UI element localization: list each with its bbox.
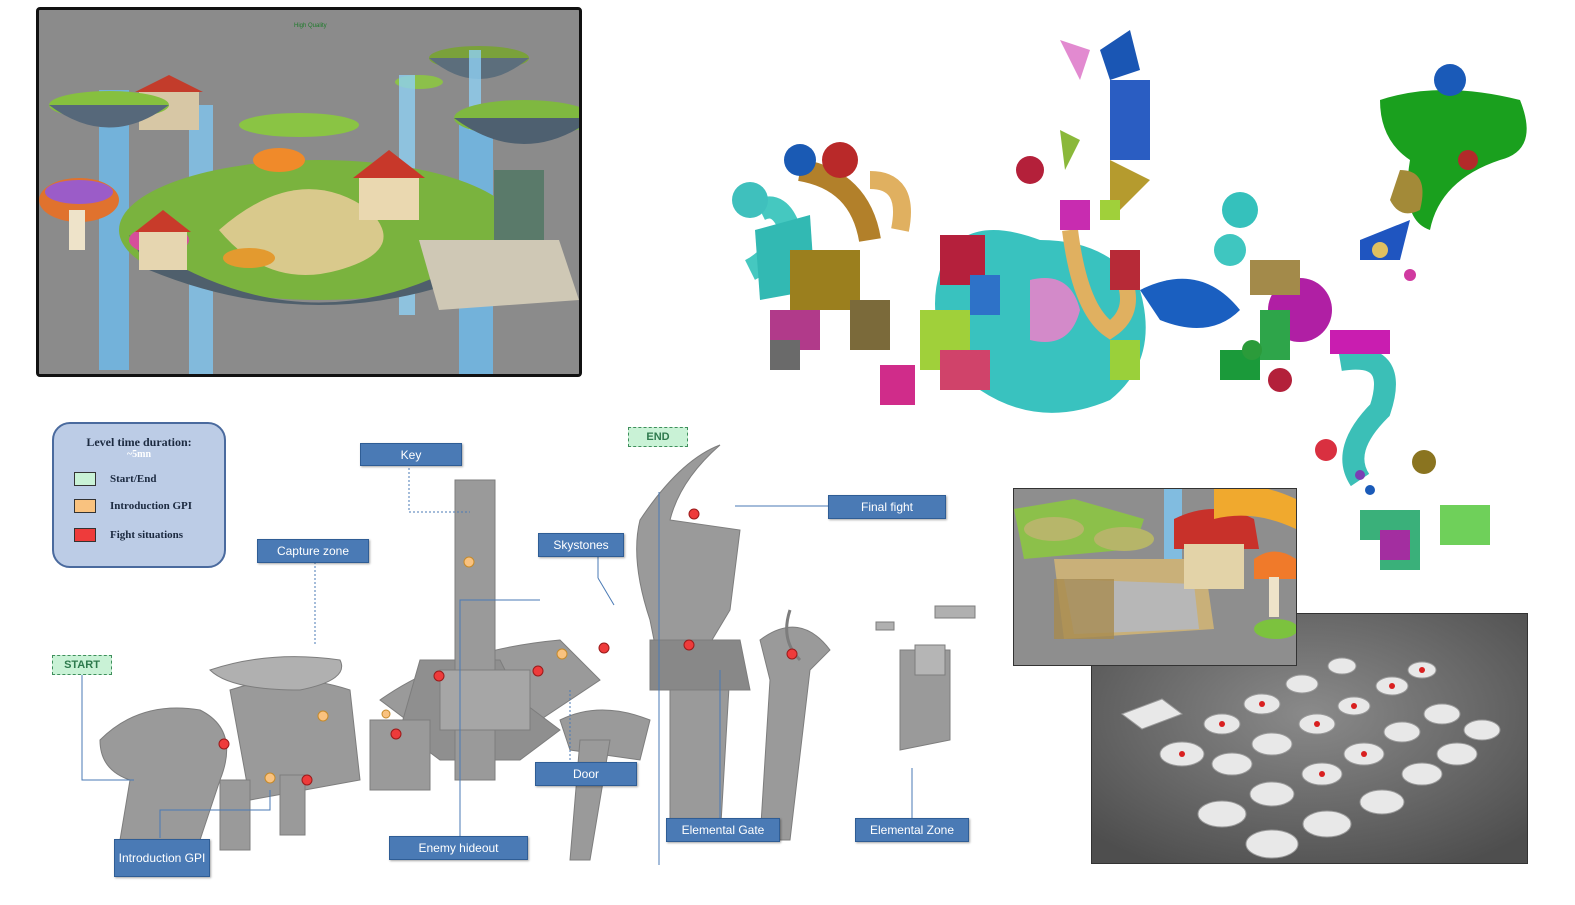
legend-panel: Level time duration: ~5mn Start/End Intr…: [52, 422, 226, 568]
end-tag: END: [628, 427, 688, 447]
level-render-illustration: [39, 10, 579, 374]
color-coded-top-view: [640, 10, 1570, 580]
house-closeup-illustration: [1014, 489, 1296, 665]
callout-enemy-hideout: Enemy hideout: [389, 836, 528, 860]
legend-label: Start/End: [110, 473, 157, 485]
legend-title: Level time duration:: [86, 435, 192, 449]
top-view-illustration: [732, 30, 1527, 570]
legend-swatch: [74, 472, 96, 486]
callout-elemental-zone: Elemental Zone: [855, 818, 969, 842]
house-closeup-render: [1013, 488, 1297, 666]
callout-skystones: Skystones: [538, 533, 624, 557]
callout-key: Key: [360, 443, 462, 466]
callout-elemental-gate: Elemental Gate: [666, 818, 780, 842]
callout-door: Door: [535, 762, 637, 786]
quality-label: High Quality: [294, 23, 327, 29]
start-tag: START: [52, 655, 112, 675]
legend-item-introduction-gpi: Introduction GPI: [74, 499, 192, 513]
callout-final-fight: Final fight: [828, 495, 946, 519]
greybox-illustration: [81, 444, 976, 865]
game-level-screenshot: High Quality: [36, 7, 582, 377]
legend-label: Introduction GPI: [110, 500, 193, 512]
callout-capture-zone: Capture zone: [257, 539, 369, 563]
legend-swatch: [74, 499, 96, 513]
legend-item-start-end: Start/End: [74, 472, 156, 486]
level-greybox-diagram: [0, 400, 1000, 900]
legend-item-fight-situations: Fight situations: [74, 528, 183, 542]
legend-label: Fight situations: [110, 529, 184, 541]
legend-swatch: [74, 528, 96, 542]
legend-duration: ~5mn: [126, 449, 152, 460]
callout-introduction-gpi: Introduction GPI: [114, 839, 210, 877]
